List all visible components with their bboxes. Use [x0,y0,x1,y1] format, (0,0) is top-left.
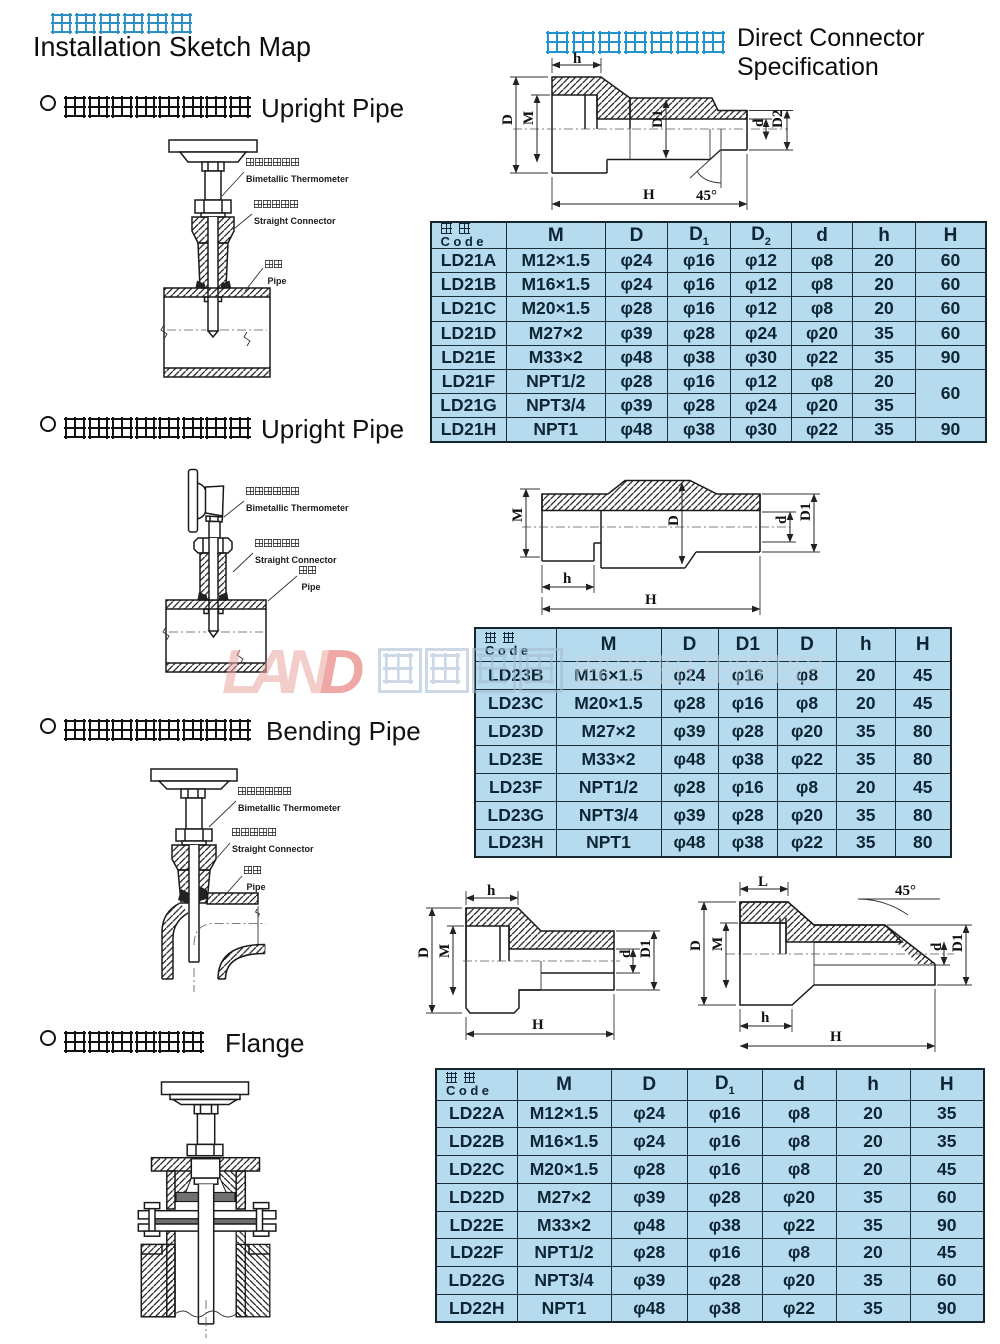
svg-text:d: d [929,942,945,951]
svg-text:M: M [510,508,526,522]
svg-text:H: H [830,1029,842,1045]
svg-text:D1: D1 [798,503,814,521]
svg-text:M: M [437,944,453,958]
svg-text:h: h [761,1010,770,1026]
svg-text:h: h [563,571,572,587]
svg-text:d: d [751,118,767,127]
svg-text:M: M [521,111,537,125]
svg-text:D: D [416,947,432,958]
svg-text:M: M [710,937,726,951]
svg-text:H: H [532,1017,544,1033]
svg-text:45°: 45° [696,188,717,204]
svg-text:H: H [643,187,655,203]
svg-text:d: d [774,515,790,524]
svg-text:D1: D1 [650,110,666,128]
svg-text:D: D [500,114,516,125]
svg-text:H: H [645,592,657,608]
svg-text:D: D [666,515,682,526]
svg-text:45°: 45° [895,883,916,899]
svg-text:h: h [573,51,582,67]
svg-text:D: D [688,940,704,951]
svg-text:D2: D2 [770,110,786,128]
svg-text:L: L [758,874,768,890]
svg-text:D1: D1 [950,934,966,952]
svg-text:h: h [487,883,496,899]
svg-text:d: d [618,949,634,958]
svg-text:D1: D1 [638,940,654,958]
